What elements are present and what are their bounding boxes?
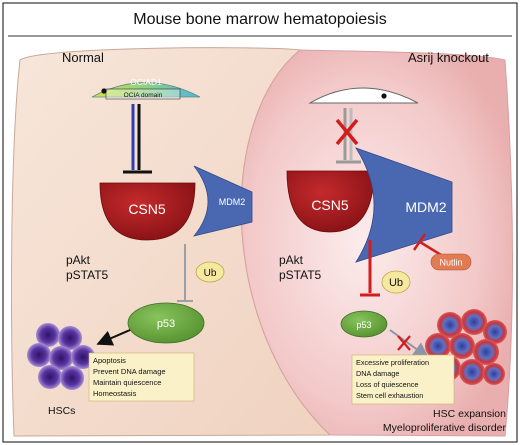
ko-ub-shape — [381, 270, 411, 294]
hsc-cell — [425, 333, 451, 359]
figure-title: Mouse bone marrow hematopoiesis — [133, 11, 386, 28]
hsc-cell — [437, 312, 463, 338]
normal-outcome-item: Prevent DNA damage — [93, 367, 166, 376]
hsc-cell — [60, 366, 84, 390]
ko-pstat5: pSTAT5 — [279, 268, 322, 282]
normal-hsc-cluster — [27, 323, 95, 390]
normal-pstat5: pSTAT5 — [66, 268, 109, 282]
hsc-cell — [483, 320, 507, 344]
ko-outcome-item: DNA damage — [356, 369, 399, 378]
normal-pakt: pAkt — [66, 253, 91, 267]
ko-outcome-item: Stem cell exhaustion — [356, 391, 423, 400]
normal-outcome-item: Homeostasis — [93, 389, 137, 398]
ocia-domain-box — [105, 88, 181, 100]
ociad1-protein: OCIAD1 OCIA domain — [91, 77, 201, 100]
ko-block-x-2 — [335, 118, 359, 146]
hsc-cell — [38, 365, 62, 389]
ocia-domain-label: OCIA domain — [124, 92, 163, 99]
ko-arrow-x-2 — [397, 335, 411, 351]
normal-p53-hsc-arrow — [96, 329, 131, 346]
hsc-cell — [483, 363, 505, 385]
normal-hscs-label: HSCs — [48, 405, 75, 417]
hsc-cell — [459, 359, 485, 385]
ko-outcome-item: Excessive proliferation — [356, 358, 429, 367]
normal-p53-label: p53 — [157, 318, 175, 330]
nutlin-label: Nutlin — [439, 258, 462, 268]
ko-outcome-item: Loss of quiescence — [356, 380, 418, 389]
normal-heading: Normal — [62, 50, 104, 65]
ko-mdm2-shape — [355, 147, 453, 263]
knockout-heading: Asrij knockout — [408, 50, 489, 65]
normal-outcome-item: Apoptosis — [93, 356, 126, 365]
ko-result-line1: HSC expansion — [433, 408, 506, 420]
hsc-cell — [27, 343, 51, 367]
ko-outcomes-box — [351, 354, 455, 405]
ko-csn5-shape — [286, 170, 375, 233]
nutlin-inhibit-bar — [412, 233, 427, 251]
nutlin-shape — [430, 253, 472, 271]
ko-ub-label: Ub — [389, 277, 403, 289]
normal-mdm2-label: MDM2 — [219, 197, 246, 207]
ociad1-dot — [101, 88, 107, 94]
normal-mdm2-shape — [192, 165, 253, 237]
ko-result-line2: Myeloproliferative disorder — [383, 422, 507, 434]
ociad1-label: OCIAD1 — [130, 77, 162, 87]
hsc-cell — [36, 323, 60, 347]
normal-outcomes-box — [88, 352, 195, 402]
normal-ub-label: Ub — [204, 268, 217, 279]
hsc-cell — [49, 346, 73, 370]
ko-p53-hsc-arrow — [389, 329, 430, 359]
ko-csn5-label: CSN5 — [311, 197, 349, 213]
normal-p53-shape — [127, 302, 205, 344]
ko-p53-label: p53 — [356, 320, 371, 330]
normal-ub-shape — [195, 261, 225, 283]
ko-pakt: pAkt — [279, 253, 304, 267]
normal-csn5-label: CSN5 — [128, 201, 166, 217]
normal-outcome-item: Maintain quiescence — [93, 378, 161, 387]
normal-csn5-shape — [99, 182, 196, 241]
hsc-cell — [461, 309, 487, 335]
hsc-cell — [449, 333, 475, 359]
ko-ociad1-dot — [381, 93, 387, 99]
ko-ociad1-empty — [308, 87, 419, 104]
hsc-cell — [58, 326, 82, 350]
ko-mdm2-label: MDM2 — [405, 199, 446, 215]
ko-p53-shape — [340, 310, 388, 338]
hsc-cell — [473, 339, 499, 365]
